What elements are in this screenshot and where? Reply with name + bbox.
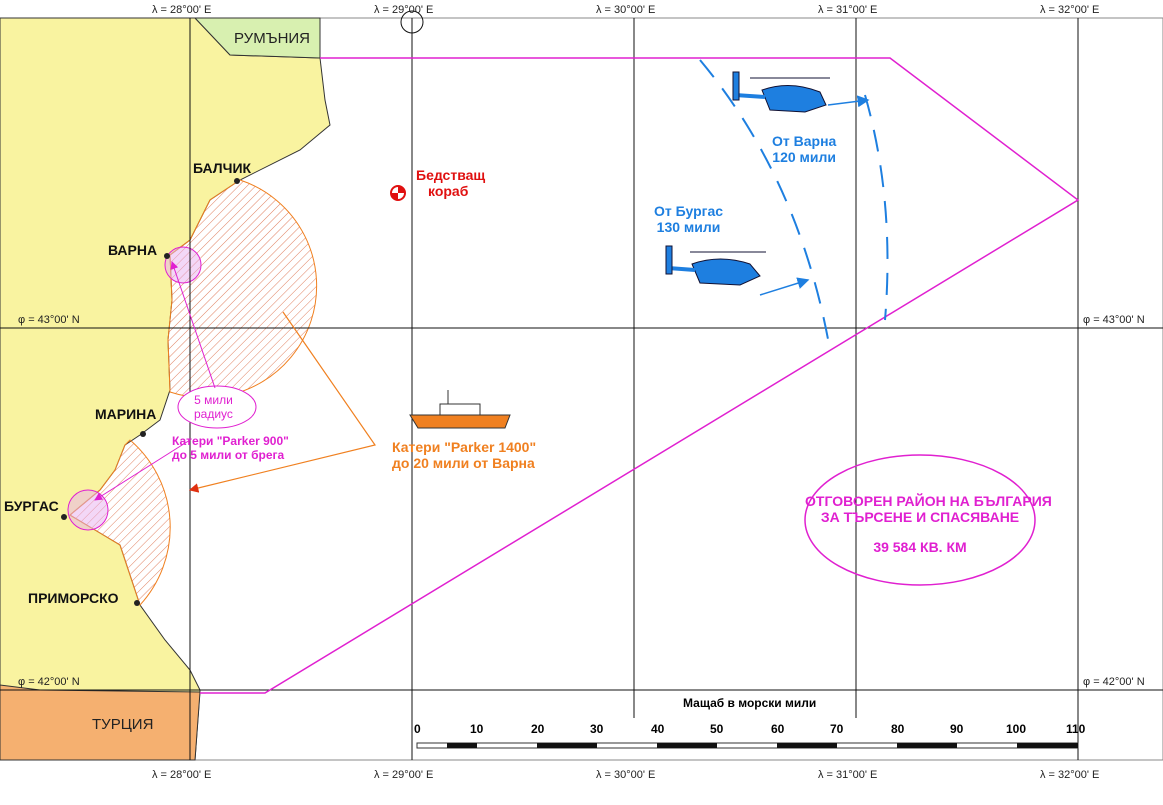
lon-label: λ = 29°00' E	[374, 4, 434, 16]
lon-label: λ = 30°00' E	[596, 4, 656, 16]
scale-tick: 30	[590, 722, 604, 736]
lat-label: φ = 42°00' N	[18, 676, 80, 688]
scale-tick: 50	[710, 722, 724, 736]
lon-label: λ = 30°00' E	[596, 769, 656, 781]
scale-tick: 20	[531, 722, 545, 736]
scale-bar	[416, 742, 1079, 749]
city-burgas: БУРГАС	[4, 498, 59, 514]
radius-varna	[164, 246, 202, 284]
city-balchik: БАЛЧИК	[193, 160, 252, 176]
lon-label: λ = 32°00' E	[1040, 4, 1100, 16]
lon-label: λ = 28°00' E	[152, 769, 212, 781]
parker1400-zone-south	[69, 439, 171, 606]
helicopter-icon-burgas	[665, 245, 766, 286]
sar-boundary	[200, 57, 1080, 694]
scale-tick: 10	[470, 722, 484, 736]
distress-ship-icon	[390, 185, 406, 201]
lon-label: λ = 32°00' E	[1040, 769, 1100, 781]
helicopter-icon-varna	[732, 71, 830, 113]
country-romania: РУМЪНИЯ	[234, 30, 311, 47]
turkey-land	[0, 684, 201, 761]
parker900-label: Катери "Parker 900"до 5 мили от брега	[172, 434, 289, 462]
city-primorsko: ПРИМОРСКО	[28, 590, 119, 606]
lat-label: φ = 42°00' N	[1083, 676, 1145, 688]
scale-tick: 0	[414, 722, 421, 736]
scale-tick: 40	[651, 722, 665, 736]
lat-label: φ = 43°00' N	[1083, 314, 1145, 326]
scale-tick: 100	[1006, 722, 1027, 736]
boat-icon	[409, 390, 511, 429]
lon-label: λ = 31°00' E	[818, 4, 878, 16]
parker1400-label: Катери "Parker 1400"до 20 мили от Варна	[392, 439, 537, 471]
scale-tick: 110	[1066, 722, 1086, 736]
scale-tick: 70	[830, 722, 844, 736]
lon-label: λ = 31°00' E	[818, 769, 878, 781]
city-marina: МАРИНА	[95, 406, 157, 422]
parker1400-zone-north	[167, 179, 318, 399]
scale-tick: 90	[950, 722, 964, 736]
lon-label: λ = 29°00' E	[374, 769, 434, 781]
lat-label: φ = 43°00' N	[18, 314, 80, 326]
scale-title: Мащаб в морски мили	[683, 696, 817, 710]
bulgaria-land	[0, 17, 331, 761]
city-varna: ВАРНА	[108, 242, 158, 258]
country-turkey: ТУРЦИЯ	[92, 716, 154, 733]
lon-label: λ = 28°00' E	[152, 4, 212, 16]
zone-ellipse	[804, 454, 1036, 586]
scale-tick: 80	[891, 722, 905, 736]
scale-tick: 60	[771, 722, 785, 736]
